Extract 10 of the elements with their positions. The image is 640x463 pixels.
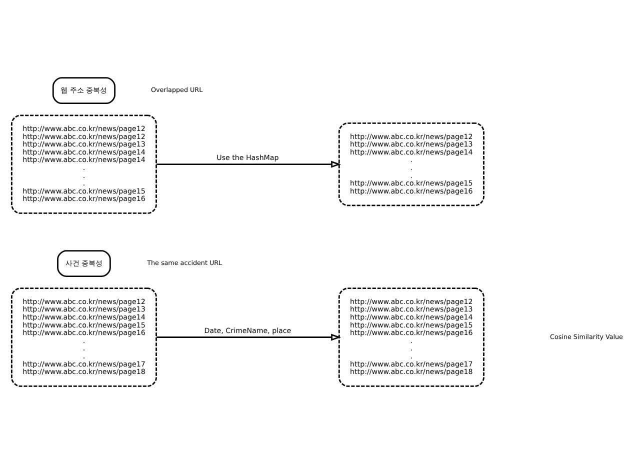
edge-label: Date, CrimeName, place [204,326,292,335]
arrow [156,160,342,168]
node-box: 사건 중복성 [57,250,111,276]
edge-label: Use the HashMap [216,152,279,162]
node-box: http://www.abc.co.kr/news/page12 http://www.abc.co.kr/news/page12 http://www.abc.co.kr/news/page13 http://www.abc.co.kr/news/page14 http://www.abc.co.kr/news/page14 . . . http://www.abc.co.kr/news/page15 http://www.abc.co.kr/news/page16 [10,114,157,214]
node-box: 웹 주소 중복성 [52,76,116,104]
node-box: http://www.abc.co.kr/news/page12 http://www.abc.co.kr/news/page13 http://www.abc.co.kr/news/page14 http://www.abc.co.kr/news/page15 http://www.abc.co.kr/news/page16 . . . http://www.abc.co.kr/news/page17 http://www.abc.co.kr/news/page18 [338,287,484,386]
node-box: http://www.abc.co.kr/news/page12 http://www.abc.co.kr/news/page13 http://www.abc.co.kr/news/page14 http://www.abc.co.kr/news/page15 http://www.abc.co.kr/news/page16 . . . http://www.abc.co.kr/news/page17 http://www.abc.co.kr/news/page18 [10,287,157,386]
arrow [156,333,342,340]
node-box: http://www.abc.co.kr/news/page12 http://www.abc.co.kr/news/page13 http://www.abc.co.kr/news/page14 . . . http://www.abc.co.kr/news/page15 http://www.abc.co.kr/news/page16 [338,122,484,206]
